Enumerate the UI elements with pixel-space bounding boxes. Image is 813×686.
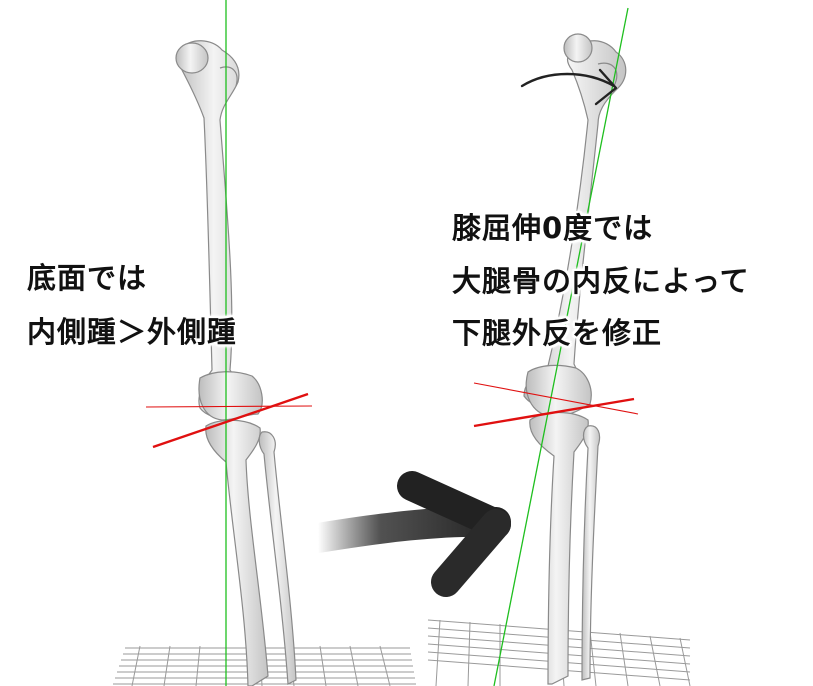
right-caption-line-3: 下腿外反を修正 [452, 316, 663, 350]
left-horizontal-reference-line [145, 405, 313, 408]
right-caption-line-2: 大腿骨の内反によって [452, 264, 750, 298]
right-knee-condyles [525, 364, 592, 417]
left-caption-line-1: 底面では [27, 261, 148, 295]
left-femur [176, 40, 259, 419]
left-caption-line-2: 内側踵＞外側踵 [27, 315, 238, 349]
left-leg-skeleton [113, 0, 416, 686]
left-knee-condyles [198, 371, 263, 421]
right-reference-line [473, 382, 639, 415]
right-axis-line [493, 7, 629, 686]
transition-arrow-icon [303, 471, 511, 597]
left-tibia [205, 419, 269, 686]
right-caption-line-1: 膝屈伸0度では [452, 211, 654, 245]
femur-rotation-arrow-icon [520, 72, 616, 88]
right-joint-line [473, 397, 635, 428]
right-fibula [581, 425, 601, 681]
left-fibula [258, 431, 297, 685]
left-femoral-head [175, 42, 209, 74]
right-tibia [529, 411, 589, 685]
right-femoral-head [563, 33, 593, 63]
right-leg-skeleton [427, 7, 691, 686]
left-joint-line [152, 392, 309, 449]
